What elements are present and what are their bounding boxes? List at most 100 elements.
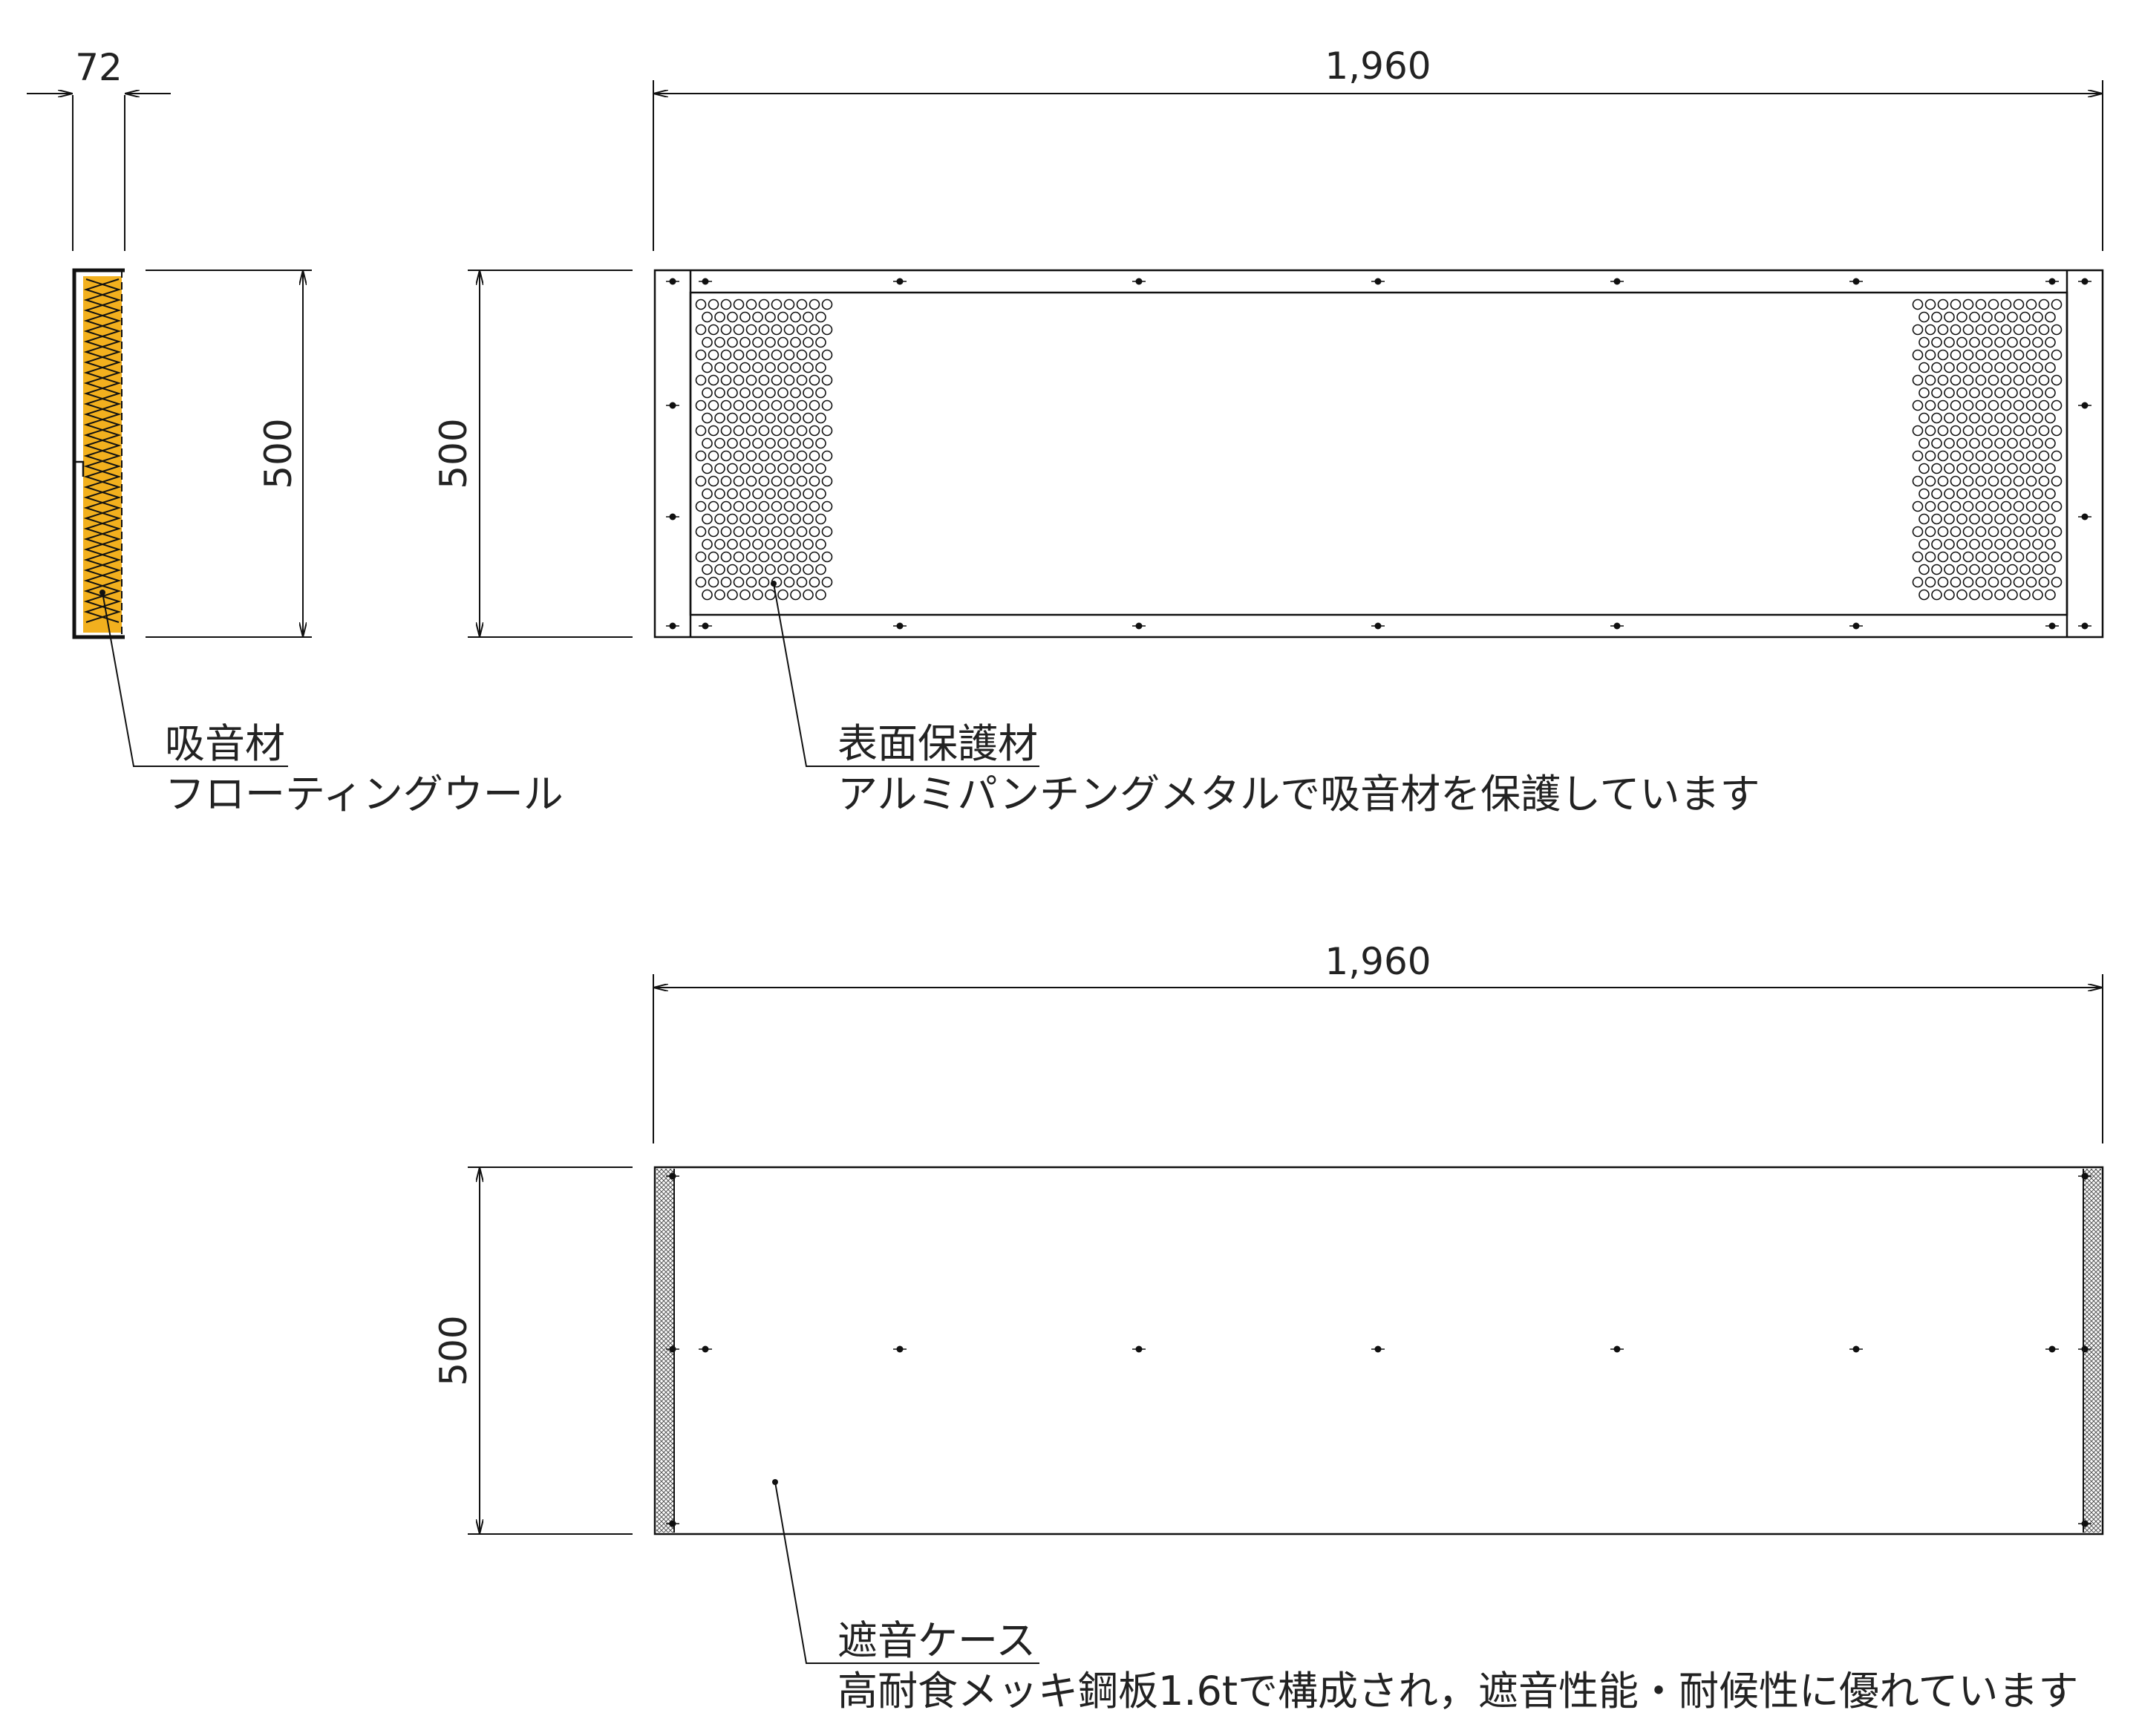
perforation-hole (1962, 576, 1974, 588)
perforation-hole (2025, 500, 2037, 512)
perforation-hole (714, 311, 725, 323)
perforation-hole (714, 336, 725, 348)
perforation-hole (758, 425, 770, 437)
perforation-hole (708, 349, 719, 361)
perforation-hole (815, 463, 826, 474)
front-window (689, 291, 2068, 616)
perforation-hole (821, 526, 833, 538)
perforation-hole (2013, 475, 2025, 487)
perforation-hole (708, 500, 719, 512)
bolt-mark (666, 1346, 679, 1352)
perforation-hole (758, 500, 770, 512)
perforation-hole (777, 564, 788, 575)
perforation-hole (752, 513, 763, 525)
perforation-hole (1975, 324, 1987, 336)
perforation-hole (821, 374, 833, 386)
perforation-hole (1982, 463, 1993, 474)
perforation-hole (815, 387, 826, 399)
perforation-hole (720, 349, 732, 361)
perforation-hole (815, 513, 826, 525)
bolt-mark (1610, 623, 1624, 629)
perforation-hole (714, 362, 725, 373)
perforation-hole (2007, 589, 2018, 601)
perforation-hole (727, 311, 738, 323)
perforation-hole (1994, 538, 2005, 550)
perforation-holes (695, 298, 2063, 601)
perforation-hole (1962, 551, 1974, 563)
bolt-mark (2078, 278, 2091, 284)
perforation-hole (727, 412, 738, 424)
perforation-hole (1918, 589, 1930, 601)
perforation-hole (1956, 311, 1967, 323)
perforation-hole (1962, 399, 1974, 411)
perforation-hole (2038, 450, 2050, 462)
perforation-hole (2045, 311, 2056, 323)
perforation-hole (790, 437, 801, 449)
perforation-hole (708, 399, 719, 411)
perforation-hole (1937, 526, 1949, 538)
perforation-hole (2032, 564, 2043, 575)
perforation-hole (2045, 437, 2056, 449)
perforation-hole (2032, 513, 2043, 525)
perforation-hole (2013, 526, 2025, 538)
perforation-hole (1931, 488, 1942, 500)
bolt-mark (2078, 1173, 2091, 1179)
perforation-hole (745, 298, 757, 310)
perforation-hole (1950, 500, 1962, 512)
perforation-hole (714, 463, 725, 474)
perforation-hole (765, 513, 776, 525)
bolt-mark (666, 402, 679, 408)
perforation-hole (796, 576, 808, 588)
perforation-hole (803, 336, 814, 348)
perforation-hole (2038, 324, 2050, 336)
perforation-hole (2051, 551, 2063, 563)
perforation-hole (2019, 513, 2031, 525)
perforation-hole (1924, 425, 1936, 437)
perforation-hole (777, 336, 788, 348)
perforation-hole (708, 475, 719, 487)
perforation-hole (1994, 387, 2005, 399)
bolt-mark (2078, 514, 2091, 520)
case-title: 遮音ケース (837, 1617, 1036, 1664)
perforation-hole (1918, 362, 1930, 373)
perforation-hole (2032, 488, 2043, 500)
perforation-hole (821, 399, 833, 411)
perforation-hole (745, 425, 757, 437)
perforation-hole (752, 387, 763, 399)
perforation-hole (1937, 425, 1949, 437)
perforation-hole (695, 425, 707, 437)
perforation-hole (2032, 538, 2043, 550)
perforation-hole (727, 336, 738, 348)
perforation-hole (739, 538, 751, 550)
perforation-hole (765, 311, 776, 323)
perforation-hole (1969, 463, 1980, 474)
perforation-hole (720, 551, 732, 563)
perforation-hole (2013, 500, 2025, 512)
perforation-hole (783, 399, 795, 411)
perforation-hole (1975, 526, 1987, 538)
perforation-hole (1931, 362, 1942, 373)
perforation-hole (727, 589, 738, 601)
bolt-mark (2078, 1521, 2091, 1527)
perforation-hole (1988, 450, 1999, 462)
perforation-hole (815, 564, 826, 575)
perforation-hole (1918, 311, 1930, 323)
perforation-hole (1982, 387, 1993, 399)
perforation-hole (739, 336, 751, 348)
perforation-hole (771, 475, 783, 487)
perforation-hole (1969, 362, 1980, 373)
perforation-hole (733, 399, 745, 411)
perforation-hole (783, 374, 795, 386)
perforation-hole (1912, 475, 1924, 487)
perforation-hole (1931, 564, 1942, 575)
perforation-hole (803, 564, 814, 575)
perforation-hole (727, 362, 738, 373)
perforation-hole (2045, 387, 2056, 399)
perforation-hole (720, 324, 732, 336)
perforation-hole (695, 374, 707, 386)
perforation-hole (1944, 589, 1955, 601)
perforation-hole (720, 500, 732, 512)
perforation-hole (803, 437, 814, 449)
absorber-wool-pattern (83, 278, 122, 623)
perforation-hole (2000, 374, 2012, 386)
